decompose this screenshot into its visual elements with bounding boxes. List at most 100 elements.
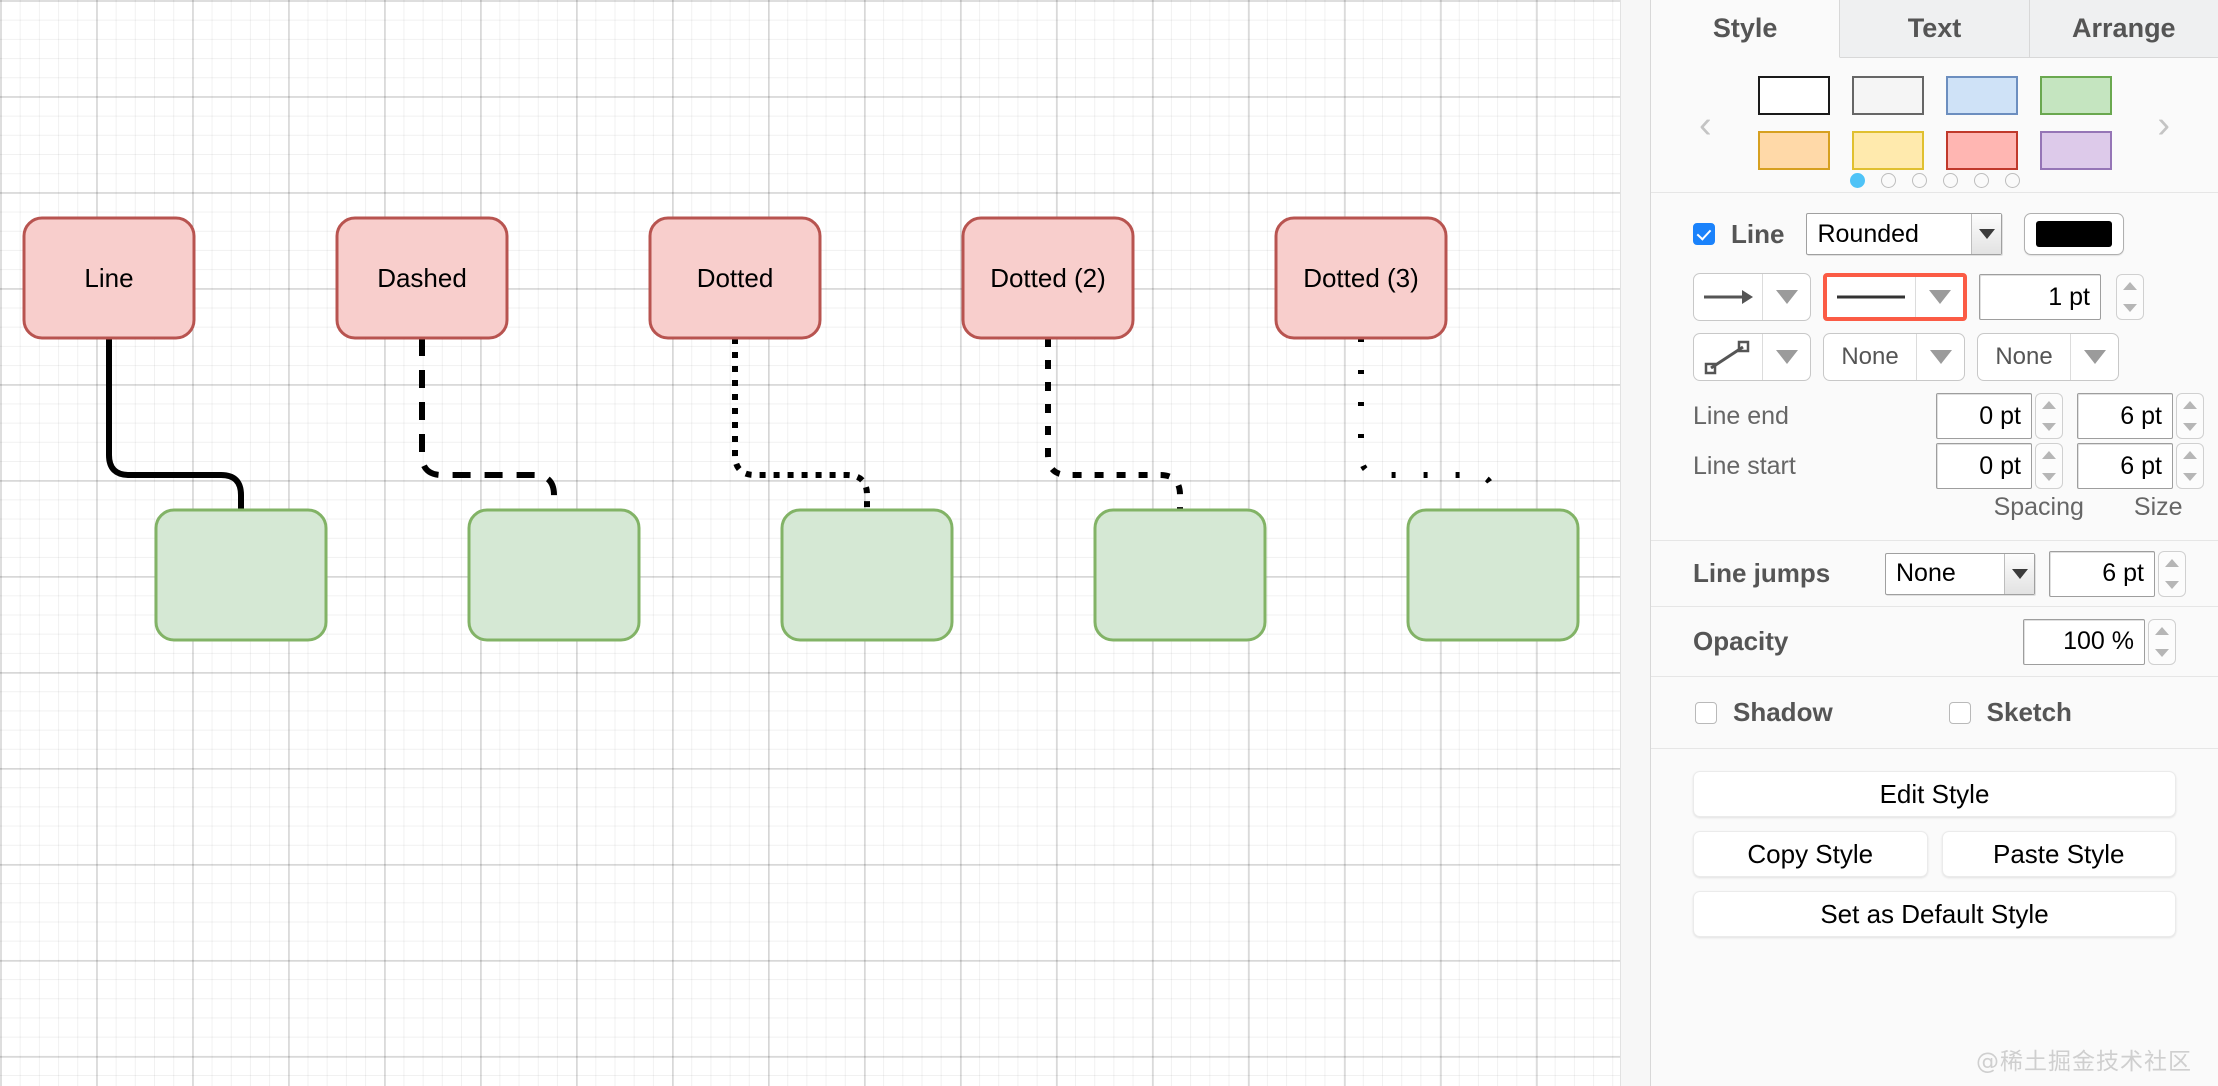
preset-swatch-red[interactable] (1945, 131, 2018, 170)
line-end-spacing-stepper[interactable] (2035, 393, 2063, 439)
set-default-style-button[interactable]: Set as Default Style (1693, 891, 2176, 937)
waypoint-style-dropdown[interactable]: Rounded (1806, 213, 2003, 255)
line-end-size-input[interactable]: 6 pt (2077, 393, 2173, 439)
shape-target-3[interactable] (780, 508, 954, 642)
line-end-spacing-input[interactable]: 0 pt (1936, 393, 2032, 439)
line-start-spacing-stepper[interactable] (2035, 443, 2063, 489)
stepper-up-icon[interactable] (2036, 444, 2062, 466)
preset-swatch-purple[interactable] (2039, 131, 2112, 170)
line-jumps-dropdown[interactable]: None (1885, 552, 2035, 595)
line-section-label: Line (1731, 218, 1785, 249)
line-start-size-stepper[interactable] (2176, 443, 2204, 489)
stepper-down-icon[interactable] (2149, 642, 2175, 664)
stepper-down-icon[interactable] (2177, 416, 2203, 438)
preset-swatch-yellow[interactable] (1851, 131, 1924, 170)
shape-target-1[interactable] (154, 508, 328, 642)
stepper-up-icon[interactable] (2149, 620, 2175, 642)
stepper-up-icon[interactable] (2177, 444, 2203, 466)
shadow-label: Shadow (1733, 697, 1833, 727)
preset-dot-6[interactable] (2004, 173, 2020, 188)
preset-swatch-green[interactable] (2039, 76, 2112, 115)
tab-arrange[interactable]: Arrange (2029, 0, 2218, 58)
chevron-down-icon[interactable] (1762, 334, 1810, 380)
line-start-size-input[interactable]: 6 pt (2077, 443, 2173, 489)
preset-dot-2[interactable] (1880, 173, 1896, 188)
sketch-checkbox[interactable] (1948, 701, 1971, 724)
arrow-start-fill-picker[interactable]: None (1977, 333, 2119, 381)
format-panel: Style Text Arrange ‹ › (1650, 0, 2218, 1086)
line-jumps-size-stepper[interactable] (2158, 550, 2186, 597)
stroke-width-stepper[interactable] (2116, 274, 2144, 320)
chevron-down-icon[interactable] (2004, 553, 2034, 594)
shape-target-5[interactable] (1406, 508, 1580, 642)
line-enable-checkbox[interactable] (1693, 223, 1715, 245)
stepper-down-icon[interactable] (2117, 297, 2143, 319)
preset-dot-1[interactable] (1849, 173, 1865, 188)
shape-target-2[interactable] (467, 508, 641, 642)
shape-source-dotted-3[interactable] (1274, 216, 1448, 340)
copy-style-button[interactable]: Copy Style (1693, 831, 1928, 877)
opacity-input[interactable]: 100 % (2023, 618, 2145, 665)
stepper-up-icon[interactable] (2117, 275, 2143, 297)
shape-source-dashed[interactable] (335, 216, 509, 340)
sketch-toggle[interactable]: Sketch (1948, 697, 2072, 728)
arrow-right-icon (1694, 274, 1762, 320)
panel-tab-bar: Style Text Arrange (1651, 0, 2218, 58)
stepper-up-icon[interactable] (2177, 394, 2203, 416)
preset-swatch-blue[interactable] (1945, 76, 2018, 115)
preset-dot-4[interactable] (1942, 173, 1958, 188)
connector-dotted-2[interactable] (1045, 338, 1207, 589)
tab-text[interactable]: Text (1840, 0, 2030, 58)
arrow-start-picker[interactable] (1693, 333, 1811, 381)
stroke-width-input[interactable]: 1 pt (1979, 274, 2101, 320)
shape-target-4[interactable] (1093, 508, 1267, 642)
preset-swatch-white[interactable] (1757, 76, 1830, 115)
diagram-canvas[interactable]: Line Dashed Dotted Dotted (2) Dotted (3) (0, 0, 1620, 1086)
arrow-end-fill-picker[interactable]: None (1823, 333, 1965, 381)
preset-dot-5[interactable] (1973, 173, 1989, 188)
connector-dashed[interactable] (419, 338, 581, 589)
line-jumps-size-input[interactable]: 6 pt (2049, 550, 2155, 597)
chevron-down-icon[interactable] (1916, 334, 1964, 380)
preset-swatch-orange[interactable] (1757, 131, 1830, 170)
stepper-up-icon[interactable] (2159, 552, 2185, 574)
effects-toggle-section: Shadow Sketch (1651, 677, 2218, 749)
endpoint-settings-grid: Line end 0 pt 6 pt (1651, 391, 2218, 522)
preset-dot-3[interactable] (1911, 173, 1927, 188)
stepper-down-icon[interactable] (2159, 574, 2185, 596)
waypoint-style-value: Rounded (1817, 219, 1919, 248)
connector-dotted-3[interactable] (1358, 338, 1520, 589)
line-start-spacing-input[interactable]: 0 pt (1936, 443, 2032, 489)
arrow-end-fill-value: None (1841, 343, 1899, 370)
preset-next-icon[interactable]: › (2157, 104, 2170, 146)
chevron-down-icon[interactable] (1762, 274, 1810, 320)
line-jumps-label: Line jumps (1693, 558, 1831, 588)
line-end-label: Line end (1693, 401, 1789, 430)
preset-swatch-gray[interactable] (1851, 76, 1924, 115)
chevron-down-icon[interactable] (1915, 277, 1963, 317)
shape-source-dotted-2[interactable] (961, 216, 1135, 340)
stepper-down-icon[interactable] (2036, 466, 2062, 488)
opacity-stepper[interactable] (2148, 618, 2176, 665)
preset-prev-icon[interactable]: ‹ (1699, 104, 1712, 146)
line-end-size-stepper[interactable] (2176, 393, 2204, 439)
stroke-color-button[interactable] (2024, 213, 2125, 255)
chevron-down-icon[interactable] (1971, 214, 2002, 254)
edit-style-button[interactable]: Edit Style (1693, 771, 2176, 817)
chevron-down-icon[interactable] (2070, 334, 2118, 380)
shape-source-dotted[interactable] (648, 216, 822, 340)
line-start-label: Line start (1693, 451, 1796, 480)
tab-style[interactable]: Style (1651, 0, 1841, 58)
stepper-up-icon[interactable] (2036, 394, 2062, 416)
arrow-end-picker[interactable] (1693, 273, 1811, 321)
shape-source-line[interactable] (22, 216, 196, 340)
style-preset-section: ‹ › (1651, 58, 2218, 193)
shadow-toggle[interactable]: Shadow (1695, 697, 1833, 728)
shadow-checkbox[interactable] (1695, 701, 1717, 724)
line-style-picker[interactable] (1823, 273, 1967, 321)
stepper-down-icon[interactable] (2177, 466, 2203, 488)
connector-line[interactable] (106, 338, 268, 589)
stepper-down-icon[interactable] (2036, 416, 2062, 438)
line-start-row: Line start 0 pt 6 pt (1693, 441, 2218, 491)
paste-style-button[interactable]: Paste Style (1941, 831, 2176, 877)
